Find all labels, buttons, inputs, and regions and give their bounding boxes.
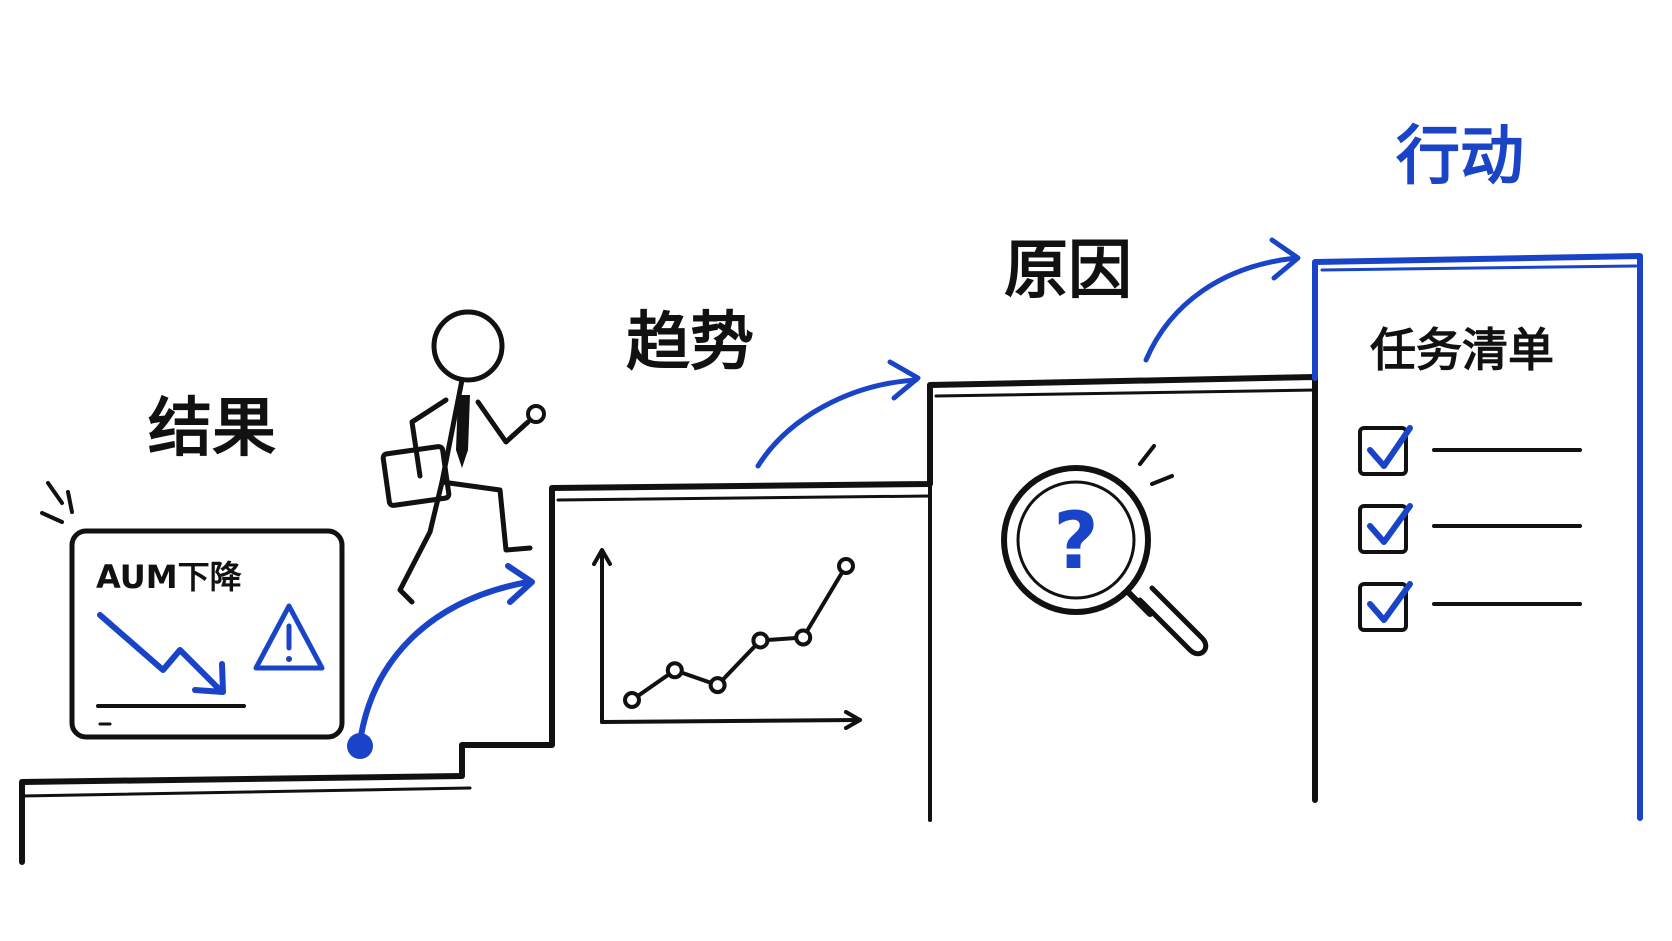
task-list: 任务清单 <box>1358 323 1582 632</box>
step-label-cause: 原因 <box>1004 234 1132 308</box>
checkbox-icon <box>1358 504 1408 554</box>
trend-point <box>708 676 727 695</box>
down-arrow-icon <box>97 612 226 695</box>
trend-point <box>837 557 855 575</box>
arrow-trend-to-cause <box>755 359 921 469</box>
action-step <box>1312 253 1643 821</box>
checkbox-icon <box>1358 582 1408 632</box>
step-label-result: 结果 <box>148 392 276 466</box>
alert-card-title: AUM下降 <box>96 558 243 596</box>
magnifier-question-icon: ? <box>1001 444 1209 657</box>
alert-sparks <box>40 481 74 524</box>
trend-chart <box>592 548 862 730</box>
trend-point <box>623 691 641 709</box>
checkbox-icon <box>1358 426 1408 476</box>
warning-icon <box>253 603 325 671</box>
task-item-1 <box>1358 425 1582 476</box>
arrow-cause-to-action <box>1143 237 1301 363</box>
step-label-action: 行动 <box>1396 120 1524 194</box>
trend-point <box>794 628 813 647</box>
question-mark: ? <box>1053 497 1098 587</box>
trend-polyline <box>630 564 848 702</box>
trend-point <box>751 631 770 650</box>
person-walking-icon <box>380 309 546 605</box>
staircase <box>19 374 1318 865</box>
arrow-result-to-trend <box>347 563 535 759</box>
task-item-3 <box>1358 581 1582 632</box>
task-item-2 <box>1358 503 1582 554</box>
step-label-trend: 趋势 <box>626 306 754 380</box>
task-list-title: 任务清单 <box>1370 323 1554 377</box>
alert-card: AUM下降 <box>40 481 345 740</box>
trend-point <box>665 661 684 680</box>
trend-line <box>623 557 855 709</box>
